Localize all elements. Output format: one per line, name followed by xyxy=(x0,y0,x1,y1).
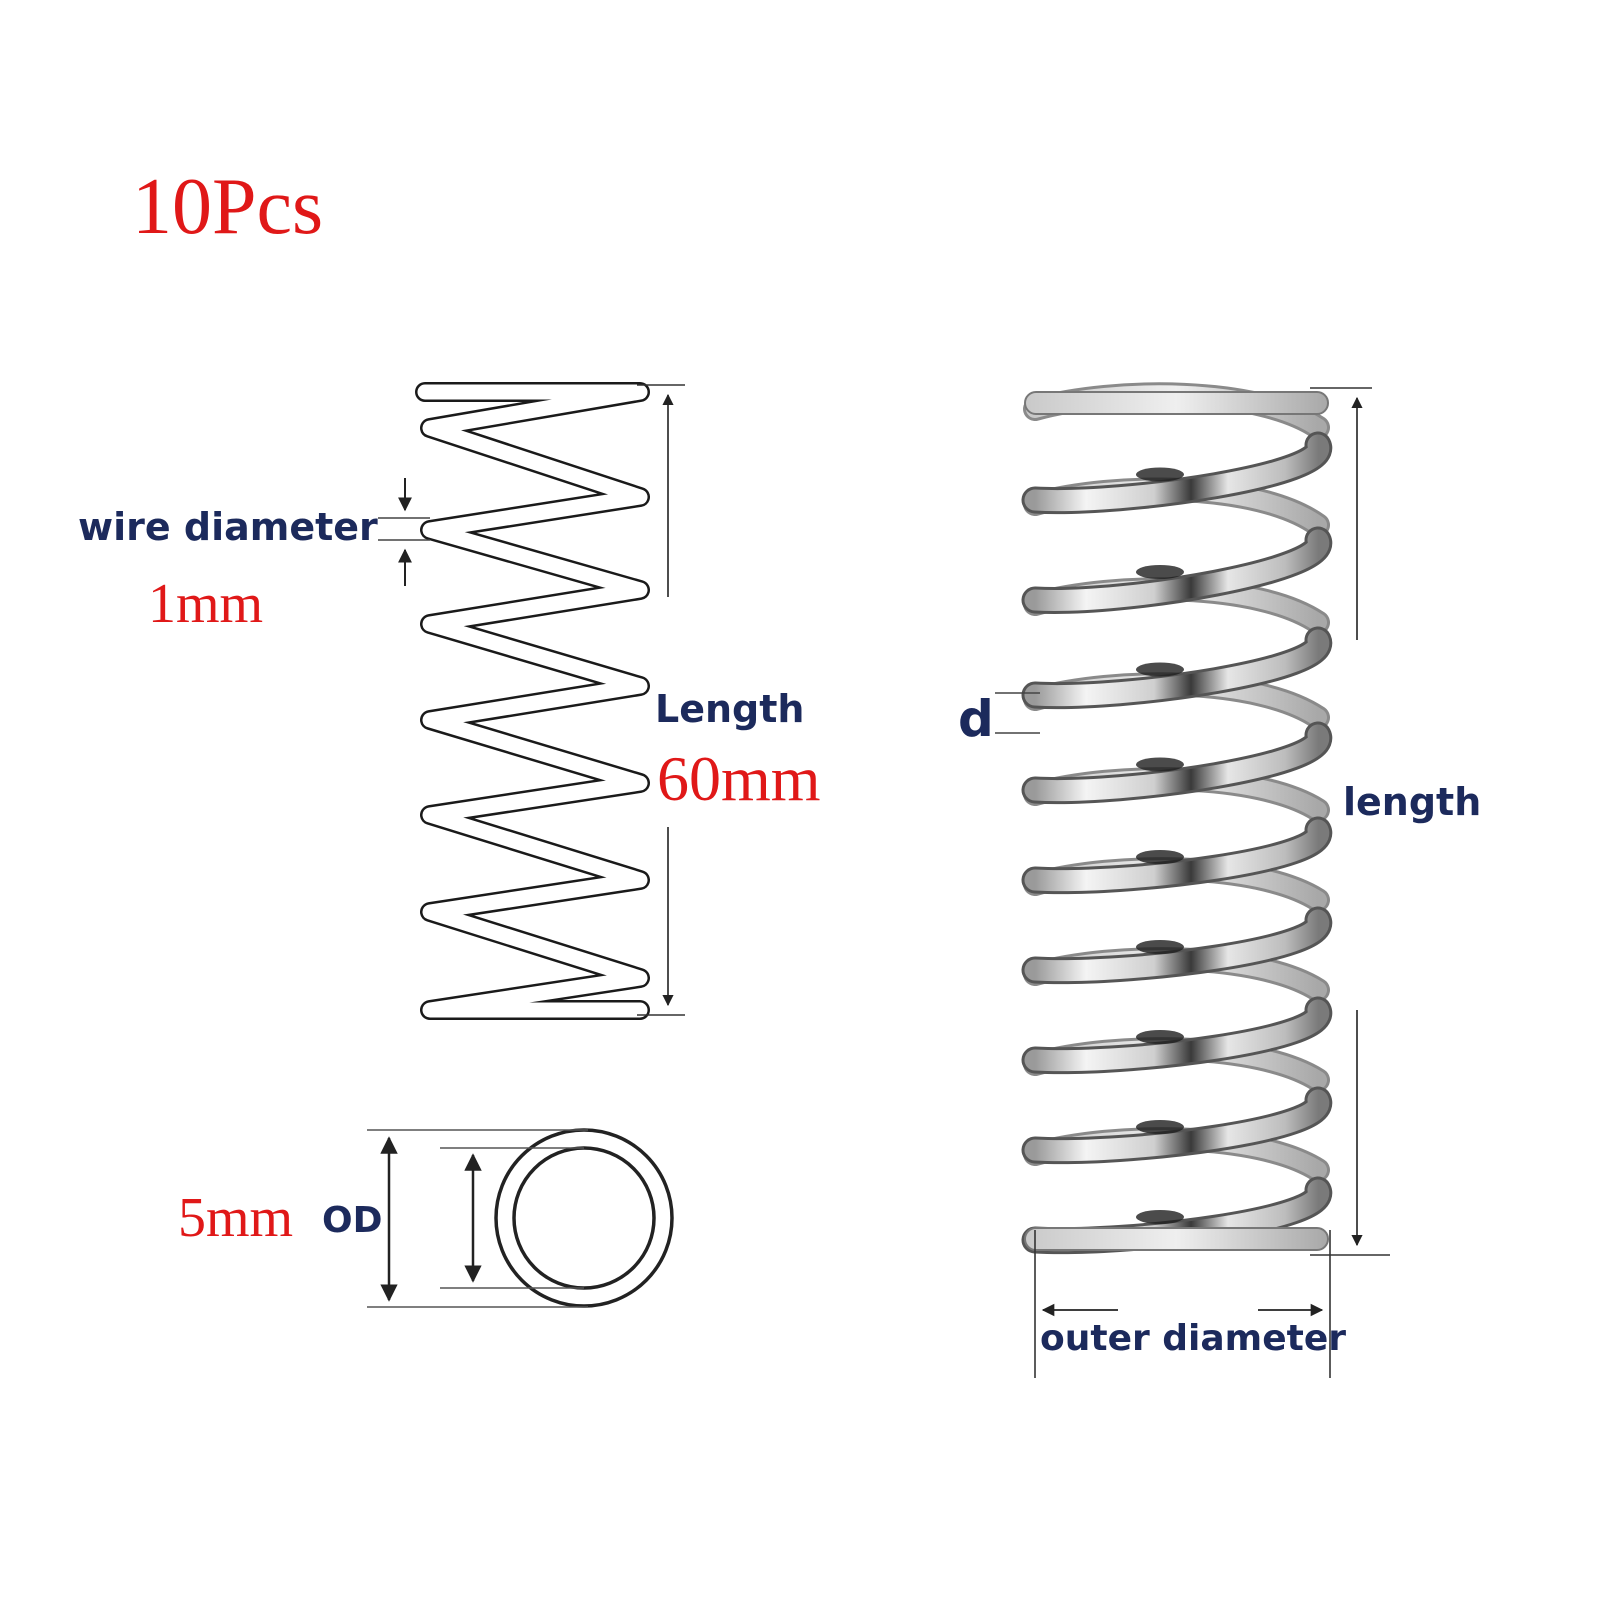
inner-ring xyxy=(512,1146,656,1290)
coil-end-bottom xyxy=(1024,1227,1329,1251)
od-label: OD xyxy=(322,1200,383,1241)
outer-ring xyxy=(494,1128,674,1308)
spring-line-drawing xyxy=(378,382,685,1020)
coil-shadow xyxy=(1136,662,1184,677)
coil-end-top xyxy=(1024,391,1329,415)
coil-shadow xyxy=(1136,757,1184,772)
coil-front-strand xyxy=(1024,434,1330,512)
od-value: 5mm xyxy=(178,1187,293,1249)
d-label: d xyxy=(958,690,994,748)
coil-front-strand xyxy=(1024,629,1330,707)
coil-shadow xyxy=(1136,850,1184,864)
coil-front-strand xyxy=(1024,999,1330,1072)
spring-coil-outline xyxy=(415,382,650,1020)
coil-front-strand xyxy=(1024,724,1330,802)
coil-shadow xyxy=(1136,565,1184,579)
spring-end-view xyxy=(367,1128,674,1308)
coil-shadow xyxy=(1136,467,1184,482)
coil-shadow xyxy=(1136,940,1184,954)
spring-photo-illustration xyxy=(995,382,1390,1378)
steel-coils xyxy=(1021,382,1333,1255)
coil-shadow xyxy=(1136,1030,1184,1044)
coil-front-strand xyxy=(1024,529,1330,611)
wire-diameter-label: wire diameter xyxy=(78,505,378,549)
coil-front-strand xyxy=(1024,909,1330,982)
length-label: Length xyxy=(655,687,804,731)
coil-front-strand xyxy=(1024,1089,1330,1162)
quantity-title: 10Pcs xyxy=(132,163,323,251)
coil-outline-inner xyxy=(417,384,648,1018)
length-value: 60mm xyxy=(657,743,821,814)
coil-shadow xyxy=(1136,1120,1184,1134)
photo-length-label: length xyxy=(1343,780,1481,824)
wire-diameter-value: 1mm xyxy=(148,573,263,635)
outer-diameter-label: outer diameter xyxy=(1040,1318,1346,1359)
coil-shadow xyxy=(1136,1210,1184,1224)
coil-front-strand xyxy=(1024,819,1330,892)
